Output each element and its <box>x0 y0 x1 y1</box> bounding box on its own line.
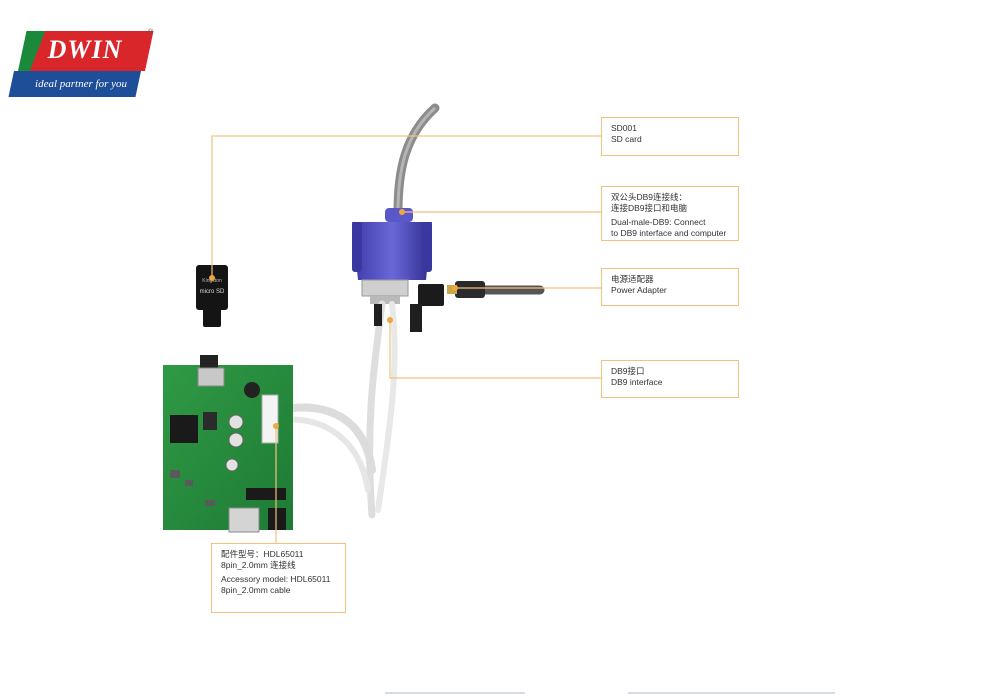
leader-sd-card <box>211 135 601 278</box>
vga-connector-body <box>352 222 432 280</box>
sd-slot <box>197 367 225 387</box>
callout-sd-card: SD001 SD card <box>601 117 739 156</box>
ribbon-cable-d <box>275 416 371 493</box>
vga-cable-highlight <box>396 106 437 213</box>
callout-db9-cable: 双公头DB9连接线： 连接DB9接口和电脑 Dual-male-DB9: Con… <box>601 186 739 241</box>
db9-port-en: DB9 interface <box>611 377 663 387</box>
db9-cable-zh-1: 双公头DB9连接线： <box>611 192 688 202</box>
db9-cable-en-2: to DB9 interface and computer <box>611 228 727 238</box>
vga-thumbscrew-left <box>352 222 362 272</box>
ribbon-header <box>261 394 279 444</box>
logo-wordmark: DWIN <box>47 35 123 64</box>
ribbon-cable-c <box>274 403 376 474</box>
db9-metal-shell <box>361 279 409 297</box>
dwin-logo: DWIN ® ideal partner for you <box>8 29 154 99</box>
leader-lines <box>211 135 601 543</box>
pin-header <box>246 488 286 500</box>
smd-2 <box>185 480 193 486</box>
power-jack-board <box>268 508 286 530</box>
smd-3 <box>205 500 215 506</box>
capacitor-3 <box>225 458 239 472</box>
db9-port-zh: DB9接口 <box>611 366 645 376</box>
power-plug <box>455 281 485 298</box>
vga-strain-relief <box>385 208 413 222</box>
leader-dots <box>209 209 458 429</box>
accessory-zh-2: 8pin_2.0mm 连接线 <box>221 560 296 570</box>
ribbon-cable-b <box>375 301 398 513</box>
sd-card-model: SD001 <box>611 123 637 133</box>
vga-thumbscrew-right <box>422 222 432 272</box>
power-zh: 电源适配器 <box>611 274 654 284</box>
sd-card-brand: Kingston <box>202 278 222 284</box>
sd-card-tab <box>203 305 221 327</box>
sd-slot-card <box>200 355 218 369</box>
db9-clip-left <box>374 304 382 326</box>
buzzer <box>244 382 260 398</box>
sd-card-desc: SD card <box>611 134 642 144</box>
main-chip <box>170 415 198 443</box>
small-chip <box>203 412 217 430</box>
db9-port <box>370 296 400 304</box>
db9-cable-zh-2: 连接DB9接口和电脑 <box>611 203 688 213</box>
capacitor-1 <box>228 414 244 430</box>
smd-1 <box>170 470 180 478</box>
capacitor-2 <box>228 432 244 448</box>
pcb-board <box>163 365 293 530</box>
power-en: Power Adapter <box>611 285 667 295</box>
callout-db9-interface: DB9接口 DB9 interface <box>601 360 739 398</box>
callout-accessory: 配件型号：HDL65011 8pin_2.0mm 连接线 Accessory m… <box>211 543 346 613</box>
leader-db9-port <box>389 320 601 379</box>
power-jack <box>418 284 444 306</box>
accessory-en-2: 8pin_2.0mm cable <box>221 585 291 595</box>
db9-clip-right <box>410 304 422 332</box>
registered-mark: ® <box>148 29 154 36</box>
logo-tagline: ideal partner for you <box>35 78 127 90</box>
callout-power-adapter: 电源适配器 Power Adapter <box>601 268 739 306</box>
accessory-en-1: Accessory model: HDL65011 <box>221 574 331 584</box>
accessory-zh-1: 配件型号：HDL65011 <box>221 549 304 559</box>
db9-cable-en-1: Dual-male-DB9: Connect <box>611 217 706 227</box>
sd-card-type: micro SD <box>200 289 225 295</box>
power-plug-tip <box>447 285 457 294</box>
usb-port <box>228 507 260 533</box>
sd-card <box>196 265 228 310</box>
